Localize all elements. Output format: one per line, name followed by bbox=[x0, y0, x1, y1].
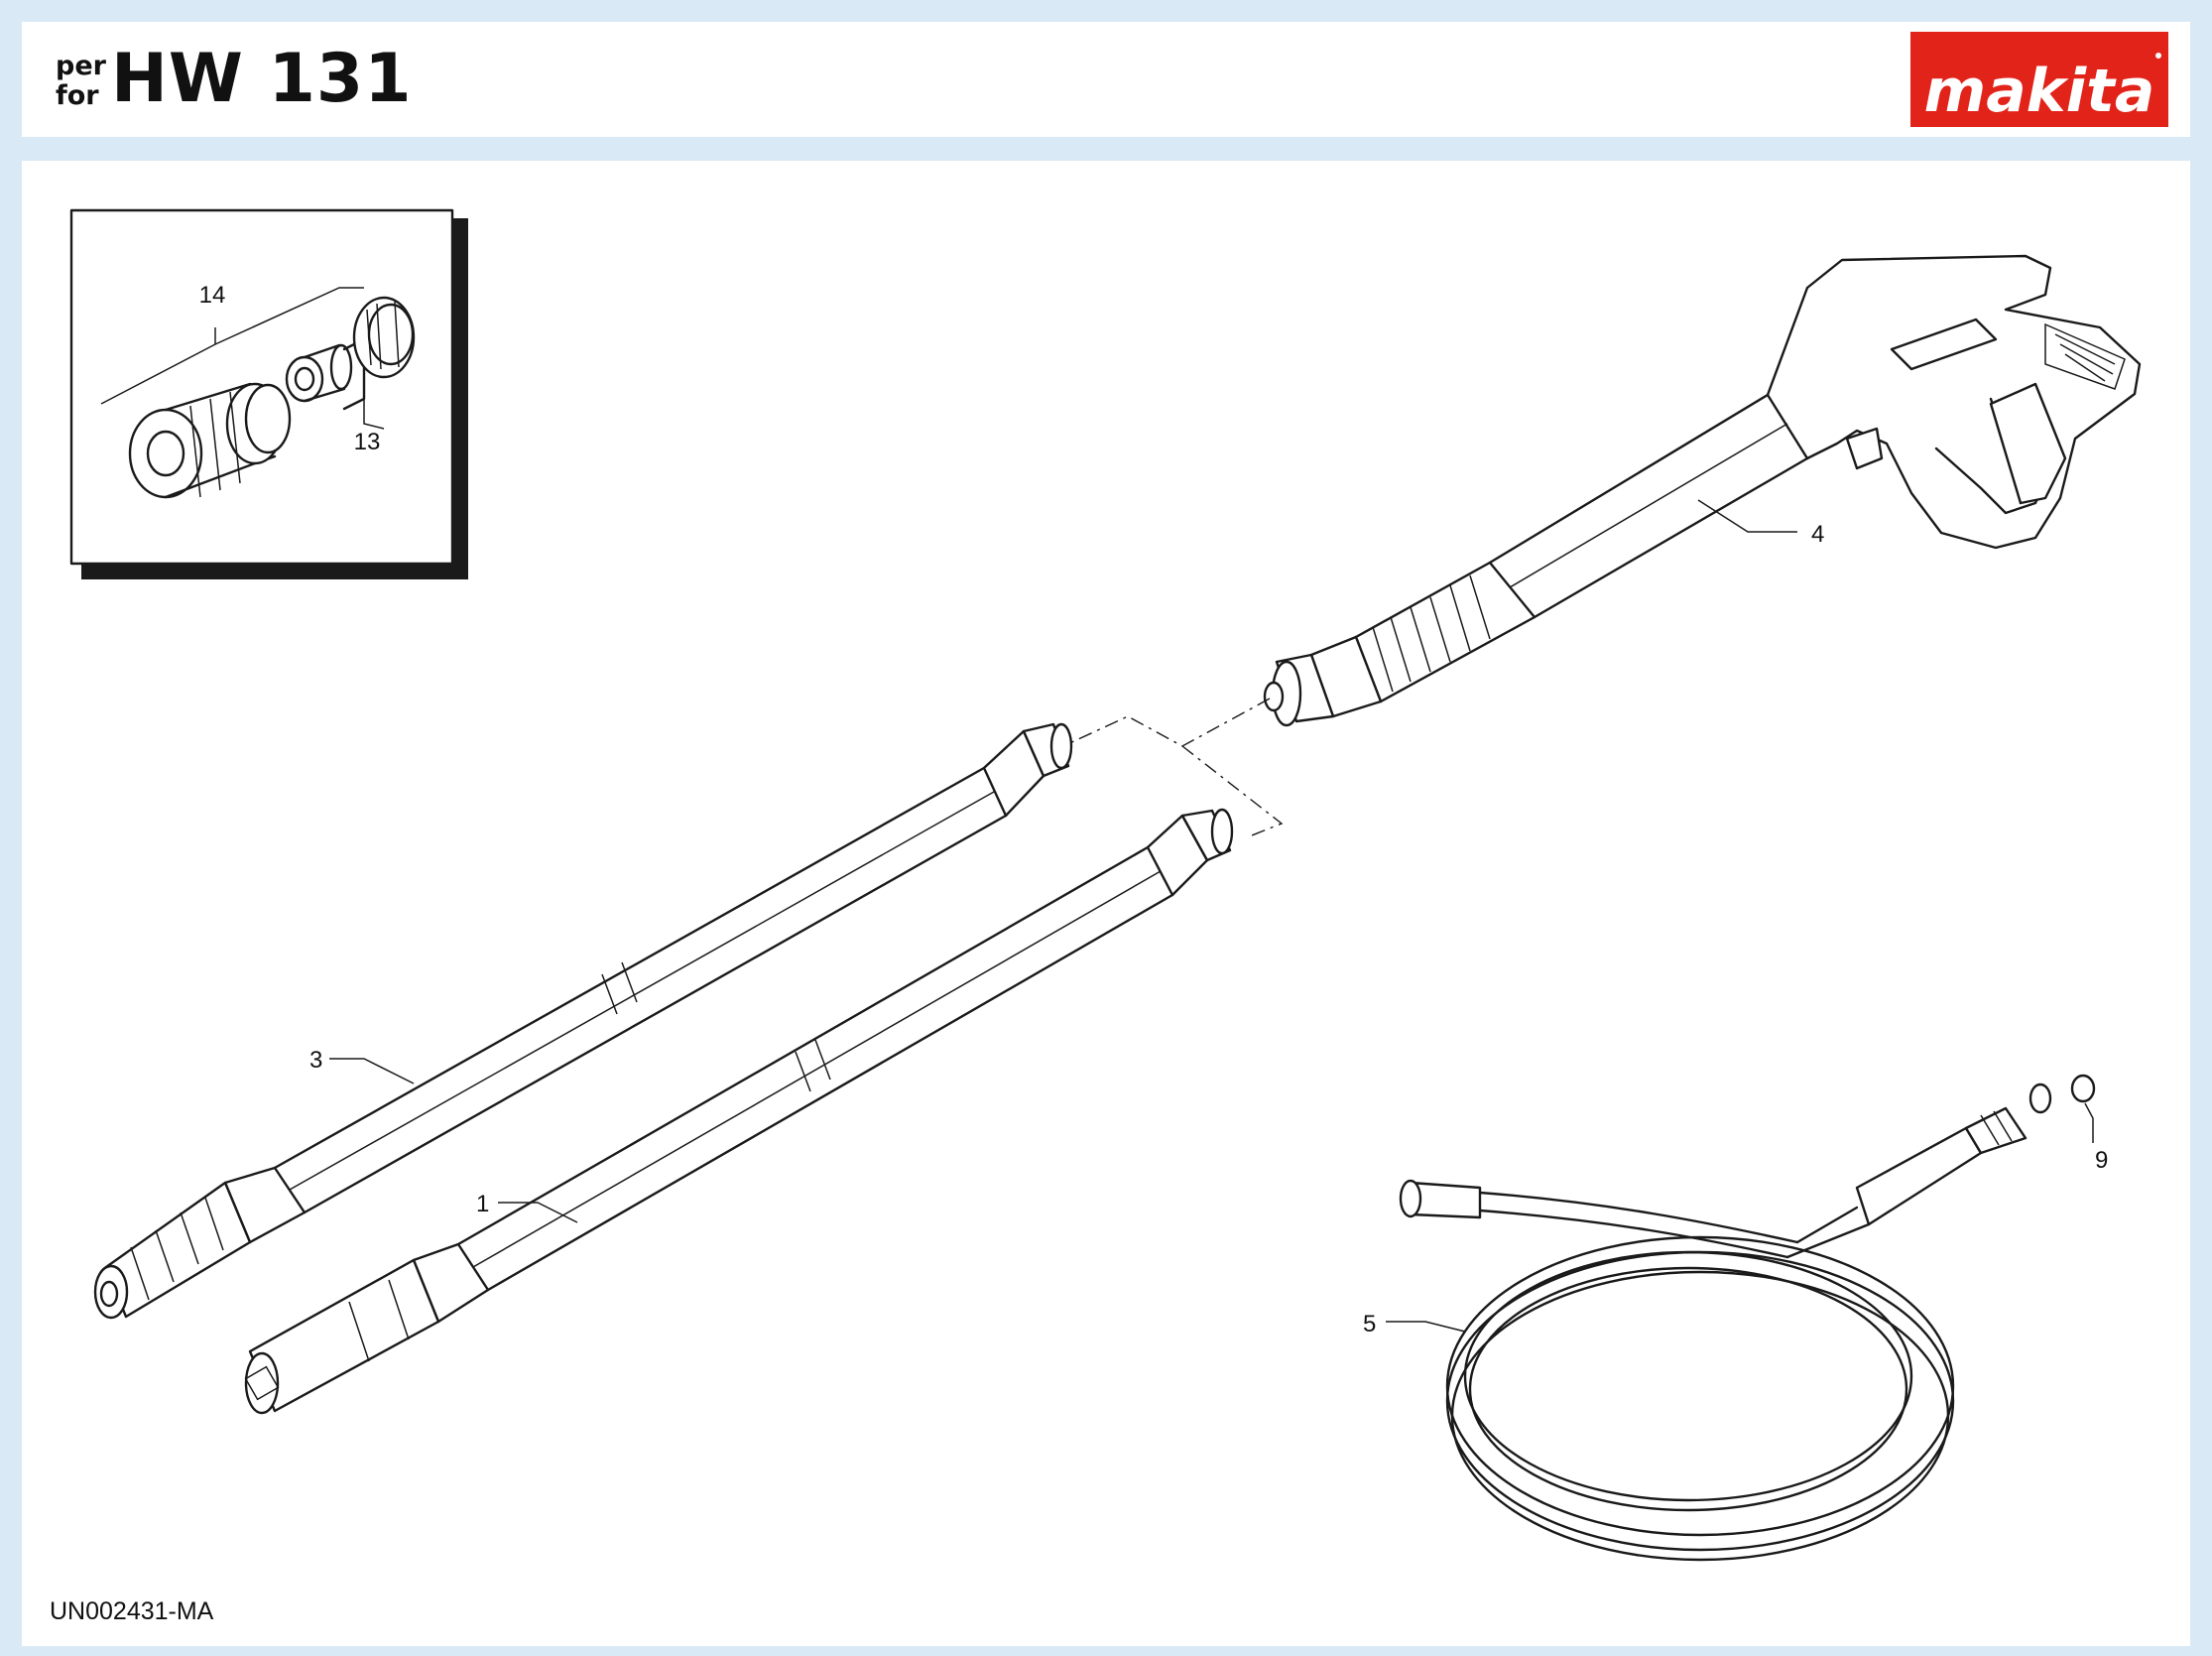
high-pressure-hose: 9 5 bbox=[1363, 1074, 2108, 1562]
makita-logo: makita bbox=[1910, 32, 2168, 127]
document-code: UN002431-MA bbox=[50, 1597, 214, 1625]
lance-rotary-nozzle: 3 bbox=[93, 722, 1073, 1320]
label-13: 13 bbox=[354, 429, 381, 455]
model-title: HW 131 bbox=[111, 40, 413, 118]
lance-variable-nozzle: 1 bbox=[244, 808, 1234, 1415]
spray-gun: 4 bbox=[1263, 254, 2142, 727]
for-text: for bbox=[56, 80, 99, 111]
inset-box-adapters: 14 13 bbox=[69, 208, 468, 579]
o-ring bbox=[2070, 1074, 2096, 1103]
diagram-panel: .ln { stroke:#1a1a1a; stroke-width:2.4; … bbox=[22, 161, 2190, 1646]
quick-coupler bbox=[128, 382, 292, 499]
tap-connector bbox=[342, 296, 416, 411]
label-1: 1 bbox=[476, 1191, 489, 1217]
header-bar: per for HW 131 makita bbox=[22, 22, 2190, 137]
per-for-label: per for bbox=[56, 52, 106, 111]
brand-text: makita bbox=[1924, 57, 2155, 126]
exploded-parts-diagram: .ln { stroke:#1a1a1a; stroke-width:2.4; … bbox=[69, 208, 2142, 1562]
per-text: per bbox=[56, 51, 106, 81]
label-5: 5 bbox=[1363, 1311, 1376, 1338]
threaded-nipple bbox=[285, 343, 353, 403]
gun-grip bbox=[1354, 561, 1536, 703]
label-4: 4 bbox=[1811, 521, 1824, 548]
label-3: 3 bbox=[309, 1047, 322, 1074]
alignment-line bbox=[1062, 698, 1284, 836]
label-9: 9 bbox=[2095, 1147, 2108, 1174]
label-14: 14 bbox=[199, 282, 226, 309]
